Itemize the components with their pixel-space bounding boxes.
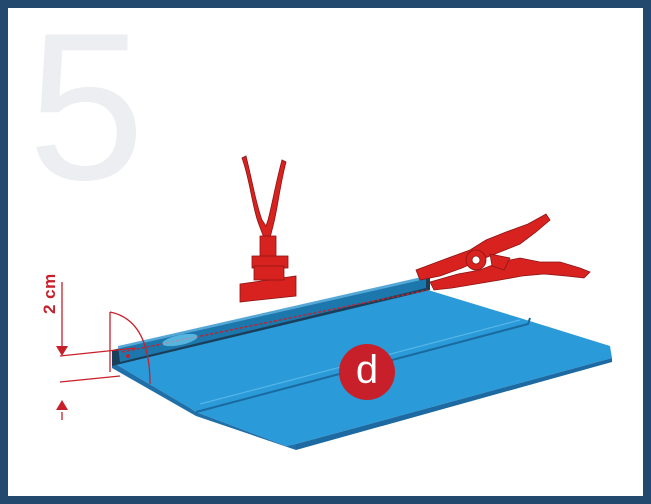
seaming-tool-icon (240, 156, 296, 302)
pliers-icon (416, 214, 590, 290)
detail-marker: d (339, 344, 395, 400)
dimension-label: 2 cm (40, 273, 60, 314)
